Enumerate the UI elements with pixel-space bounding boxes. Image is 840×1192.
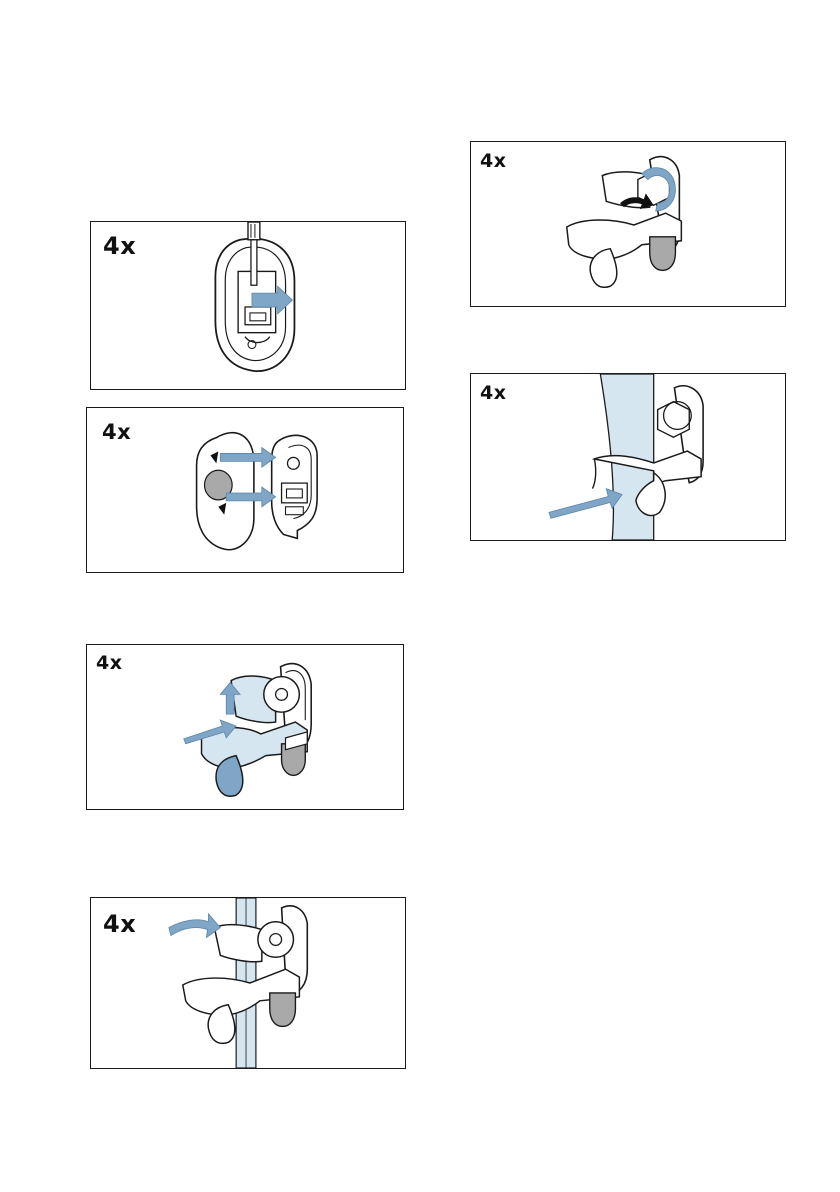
figure-1-panel: 4x <box>90 221 406 390</box>
figure-2-panel: 4x <box>86 407 404 573</box>
figure-5-panel: 4x <box>470 141 786 307</box>
figure-6-panel: 4x <box>470 373 786 541</box>
clip-insert-icon <box>87 645 403 809</box>
screwdriver-release-icon <box>91 222 405 389</box>
plate-mount-icon <box>87 408 403 572</box>
figure-3-panel: 4x <box>86 644 404 810</box>
clip-rotate-icon <box>471 142 785 306</box>
rail-push-icon <box>471 374 785 540</box>
figure-4-panel: 4x <box>90 897 406 1069</box>
clip-on-rail-icon <box>91 898 405 1068</box>
